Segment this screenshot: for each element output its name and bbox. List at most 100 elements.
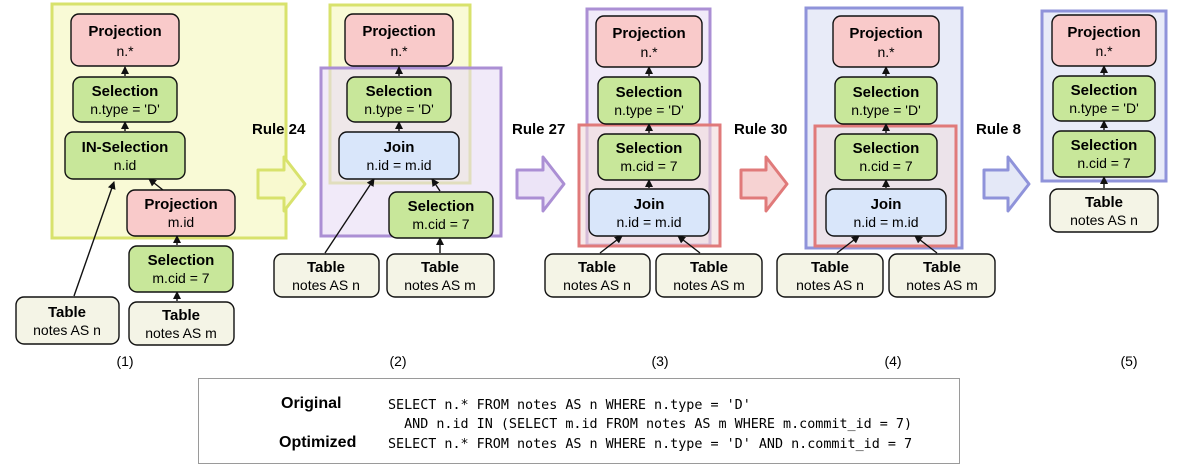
table-n-node: Table notes AS n <box>1049 188 1159 233</box>
svg-text:notes AS n: notes AS n <box>33 322 101 338</box>
optimized-sql-line: SELECT n.* FROM notes AS n WHERE n.type … <box>388 437 913 452</box>
svg-text:n.*: n.* <box>390 43 408 59</box>
svg-text:Join: Join <box>634 196 665 213</box>
svg-text:n.type = 'D': n.type = 'D' <box>1069 100 1139 116</box>
svg-text:n.cid = 7: n.cid = 7 <box>1077 155 1131 171</box>
svg-text:Selection: Selection <box>853 84 920 101</box>
svg-text:Selection: Selection <box>408 198 475 215</box>
panel-1: Projection n.* Selection n.type = 'D' IN… <box>15 13 236 369</box>
svg-text:Table: Table <box>48 304 86 321</box>
panel-5: Projection n.* Selection n.type = 'D' Se… <box>1049 14 1159 369</box>
svg-text:Table: Table <box>307 259 345 276</box>
table-n-node: Table notes AS n <box>273 253 380 298</box>
selection-node: Selection n.type = 'D' <box>346 76 452 123</box>
panel-label: (5) <box>1120 353 1137 369</box>
svg-text:Projection: Projection <box>612 25 685 42</box>
svg-text:Selection: Selection <box>853 140 920 157</box>
projection-node: Projection n.* <box>344 13 454 67</box>
panel-label: (4) <box>884 353 901 369</box>
svg-text:notes AS n: notes AS n <box>1070 212 1138 228</box>
svg-text:Table: Table <box>811 259 849 276</box>
panel-label: (1) <box>116 353 133 369</box>
svg-text:Projection: Projection <box>849 25 922 42</box>
edges <box>73 65 1108 301</box>
svg-text:Selection: Selection <box>1071 137 1138 154</box>
join-node: Join n.id = m.id <box>825 188 947 237</box>
svg-text:Projection: Projection <box>1067 24 1140 41</box>
svg-text:notes AS m: notes AS m <box>906 277 978 293</box>
svg-text:Table: Table <box>1085 194 1123 211</box>
in-selection-node: IN-Selection n.id <box>64 131 186 180</box>
rule-label: Rule 30 <box>734 121 787 138</box>
svg-text:m.cid = 7: m.cid = 7 <box>620 158 677 174</box>
svg-text:Table: Table <box>578 259 616 276</box>
original-sql-line-2: AND n.id IN (SELECT m.id FROM notes AS m… <box>388 417 913 432</box>
svg-text:n.*: n.* <box>877 44 895 60</box>
svg-text:Selection: Selection <box>366 83 433 100</box>
panel-label: (2) <box>389 353 406 369</box>
svg-text:notes AS n: notes AS n <box>563 277 631 293</box>
rule-label: Rule 27 <box>512 121 565 138</box>
svg-text:n.*: n.* <box>116 43 134 59</box>
svg-text:n.*: n.* <box>640 44 658 60</box>
svg-text:Table: Table <box>690 259 728 276</box>
table-m-node: Table notes AS m <box>888 253 996 298</box>
projection-node: Projection n.* <box>1051 14 1157 67</box>
svg-text:n.type = 'D': n.type = 'D' <box>851 102 921 118</box>
svg-text:n.*: n.* <box>1095 43 1113 59</box>
svg-text:n.type = 'D': n.type = 'D' <box>364 101 434 117</box>
svg-text:n.type = 'D': n.type = 'D' <box>90 101 160 117</box>
svg-text:n.id = m.id: n.id = m.id <box>854 214 919 230</box>
selection-m-node: Selection m.cid = 7 <box>388 191 494 239</box>
svg-text:notes AS m: notes AS m <box>145 325 217 341</box>
projection-node: Projection n.* <box>832 15 940 68</box>
table-m-node: Table notes AS m <box>655 253 763 298</box>
join-node: Join n.id = m.id <box>588 188 710 237</box>
panel-3: Projection n.* Selection n.type = 'D' Se… <box>544 15 763 369</box>
svg-text:Projection: Projection <box>88 23 161 40</box>
svg-text:Selection: Selection <box>148 252 215 269</box>
projection-node: Projection n.* <box>595 15 703 68</box>
table-m-node: Table notes AS m <box>128 301 235 346</box>
svg-text:m.id: m.id <box>168 214 194 230</box>
svg-text:n.type = 'D': n.type = 'D' <box>614 102 684 118</box>
svg-text:Selection: Selection <box>616 140 683 157</box>
original-sql-line-1: SELECT n.* FROM notes AS n WHERE n.type … <box>388 398 751 413</box>
svg-text:Selection: Selection <box>616 84 683 101</box>
svg-text:notes AS m: notes AS m <box>673 277 745 293</box>
selection-node: Selection n.type = 'D' <box>597 76 701 125</box>
svg-text:notes AS n: notes AS n <box>292 277 360 293</box>
svg-text:Table: Table <box>923 259 961 276</box>
selection-node: Selection n.type = 'D' <box>72 76 178 123</box>
projection-node: Projection n.* <box>70 13 180 67</box>
rule-27-arrow: Rule 27 <box>512 121 566 213</box>
svg-text:n.id = m.id: n.id = m.id <box>367 157 432 173</box>
rule-label: Rule 24 <box>252 121 306 138</box>
selection-m-node: Selection m.cid = 7 <box>128 245 234 293</box>
svg-text:n.id = m.id: n.id = m.id <box>617 214 682 230</box>
svg-text:m.cid = 7: m.cid = 7 <box>412 216 469 232</box>
selection-cid-node: Selection n.cid = 7 <box>1052 130 1156 178</box>
svg-text:Projection: Projection <box>362 23 435 40</box>
join-node: Join n.id = m.id <box>338 131 460 180</box>
optimized-label: Optimized <box>279 434 357 451</box>
selection-cid-node: Selection m.cid = 7 <box>597 133 701 181</box>
svg-text:n.cid = 7: n.cid = 7 <box>859 158 913 174</box>
original-label: Original <box>281 395 342 412</box>
rule-8-arrow: Rule 8 <box>976 121 1031 213</box>
projection-m-node: Projection m.id <box>126 189 236 237</box>
rule-24-arrow: Rule 24 <box>252 121 307 213</box>
table-n-node: Table notes AS n <box>776 253 884 298</box>
svg-text:Table: Table <box>162 307 200 324</box>
selection-cid-node: Selection n.cid = 7 <box>834 133 938 181</box>
svg-text:Join: Join <box>871 196 902 213</box>
panel-2: Projection n.* Selection n.type = 'D' Jo… <box>273 13 495 369</box>
svg-text:Selection: Selection <box>92 83 159 100</box>
svg-text:Table: Table <box>421 259 459 276</box>
selection-node: Selection n.type = 'D' <box>1052 75 1156 122</box>
table-n-node: Table notes AS n <box>544 253 651 298</box>
panel-label: (3) <box>651 353 668 369</box>
svg-text:notes AS n: notes AS n <box>796 277 864 293</box>
panel-4: Projection n.* Selection n.type = 'D' Se… <box>776 15 996 369</box>
